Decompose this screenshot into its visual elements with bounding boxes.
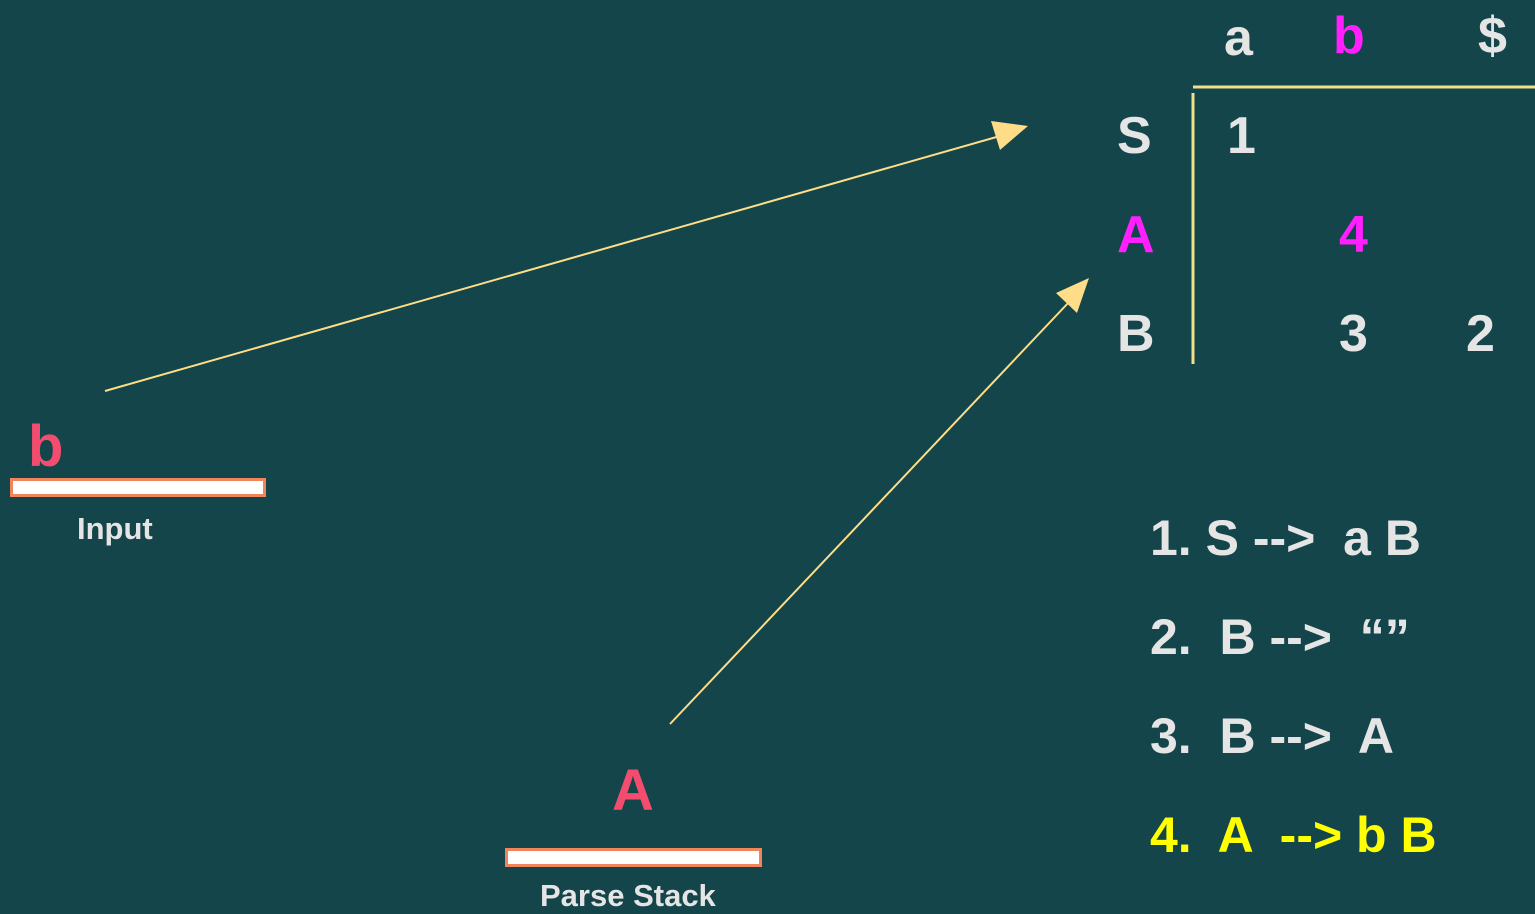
cell-B-b: 3 — [1339, 305, 1368, 363]
cell-S-a: 1 — [1227, 107, 1256, 165]
col-header-dollar: $ — [1478, 7, 1507, 65]
input-bar — [10, 478, 266, 497]
input-arrow-head — [991, 121, 1028, 150]
parse-stack-bar — [505, 848, 762, 867]
row-header-S: S — [1117, 107, 1152, 165]
cell-B-dollar: 2 — [1466, 305, 1495, 363]
cell-A-b: 4 — [1339, 206, 1368, 264]
stack-arrow-head — [1056, 278, 1089, 313]
row-header-A: A — [1117, 206, 1155, 264]
stack-arrow-line — [669, 300, 1071, 725]
input-label: Input — [77, 511, 153, 546]
col-header-a: a — [1224, 9, 1253, 67]
grammar-rule-3: 3. B --> A — [1150, 708, 1395, 764]
grammar-rule-2: 2. B --> “” — [1150, 609, 1410, 665]
input-arrow-line — [104, 135, 1001, 392]
input-symbol: b — [28, 414, 64, 479]
col-header-b: b — [1333, 7, 1365, 65]
stack-top-symbol: A — [612, 758, 654, 823]
parse-stack-label: Parse Stack — [540, 878, 716, 913]
row-header-B: B — [1117, 305, 1155, 363]
grammar-rule-4: 4. A --> b B — [1150, 807, 1437, 863]
grammar-rule-1: 1. S --> a B — [1150, 510, 1421, 566]
